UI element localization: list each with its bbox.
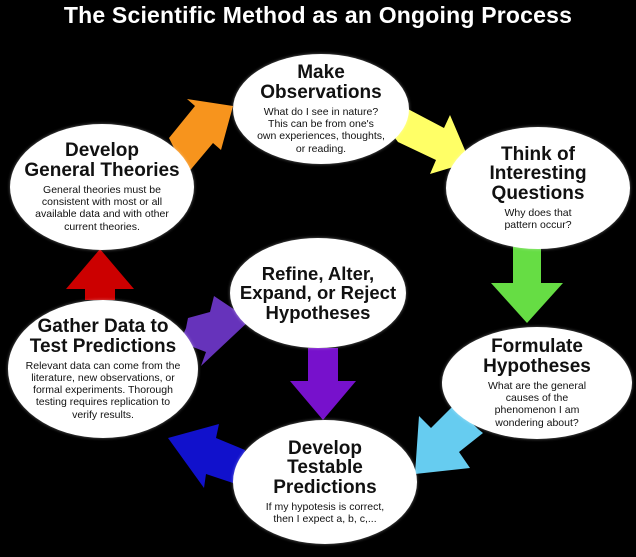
node-description: What are the general causes of the pheno… (487, 380, 587, 429)
node-develop-theories: Develop General Theories General theorie… (10, 124, 194, 250)
node-description: If my hypotesis is correct, then I expec… (265, 501, 385, 526)
node-heading: Formulate Hypotheses (483, 336, 591, 378)
node-refine-hypotheses: Refine, Alter, Expand, or Reject Hypothe… (230, 238, 406, 348)
arrow-hypotheses-to-predictions (415, 405, 483, 474)
node-heading: Develop Testable Predictions (273, 437, 377, 499)
arrow-data-to-refine (180, 296, 250, 366)
arrow-refine-to-predictions (290, 348, 356, 420)
node-heading: Make Observations (260, 62, 382, 104)
node-description: Relevant data can come from the literatu… (25, 360, 181, 421)
node-think-of-questions: Think of Interesting Questions Why does … (446, 127, 630, 249)
node-description: General theories must be consistent with… (35, 184, 169, 233)
arrow-questions-to-hypotheses (491, 246, 563, 323)
node-description: Why does that pattern occur? (504, 207, 572, 232)
node-heading: Develop General Theories (24, 140, 180, 182)
node-make-observations: Make Observations What do I see in natur… (233, 54, 409, 164)
node-heading: Think of Interesting Questions (489, 143, 587, 205)
diagram-title: The Scientific Method as an Ongoing Proc… (63, 2, 573, 28)
node-formulate-hypotheses: Formulate Hypotheses What are the genera… (442, 327, 632, 439)
node-heading: Gather Data to Test Predictions (29, 316, 177, 358)
arrow-predictions-to-data (168, 424, 245, 488)
arrow-observations-to-questions (392, 108, 470, 174)
node-heading: Refine, Alter, Expand, or Reject Hypothe… (239, 262, 397, 323)
node-develop-predictions: Develop Testable Predictions If my hypot… (233, 420, 417, 544)
arrow-theories-to-observations (169, 99, 233, 174)
node-gather-data: Gather Data to Test Predictions Relevant… (8, 300, 198, 438)
arrow-data-to-theories (66, 249, 134, 300)
node-description: What do I see in nature? This can be fro… (257, 106, 385, 155)
